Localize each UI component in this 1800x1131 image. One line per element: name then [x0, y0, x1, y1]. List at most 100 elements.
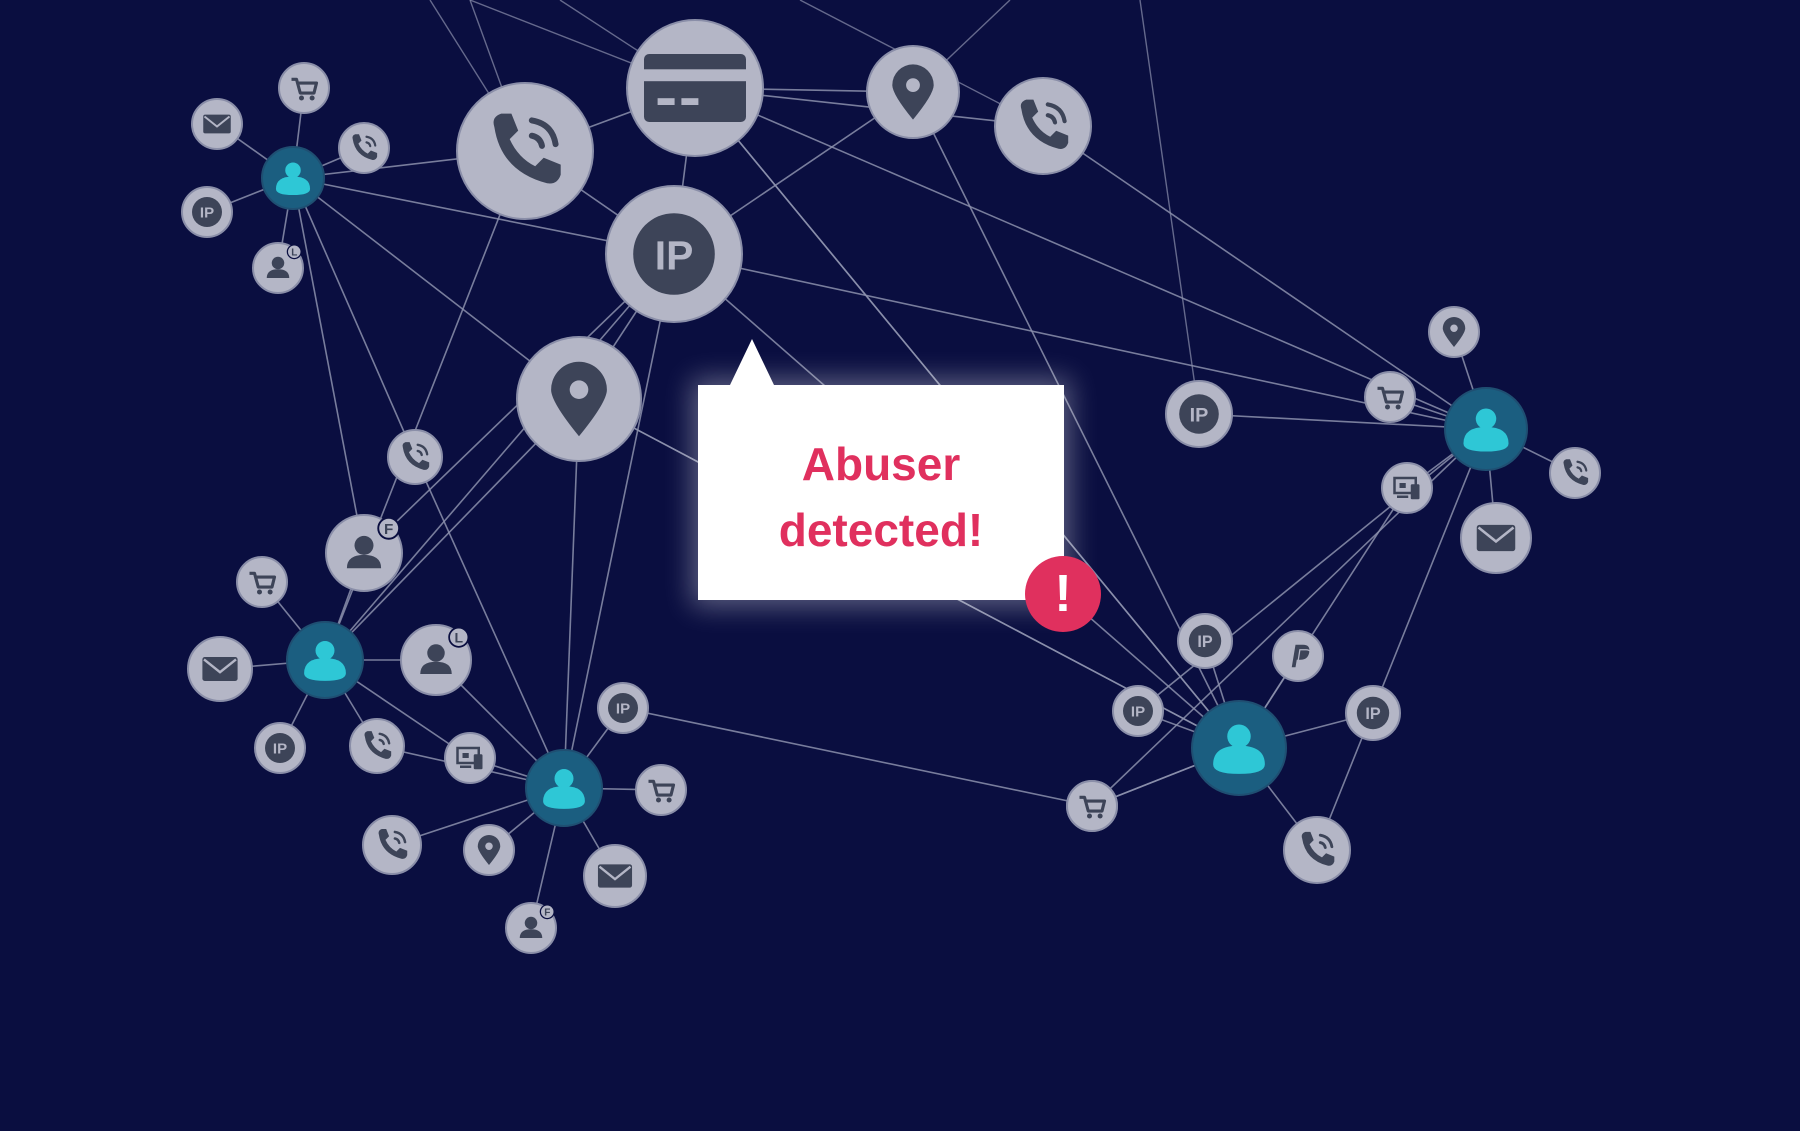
nodes-layer: IPIPLFLIPIPFIPIPIPIPIP: [181, 19, 1601, 954]
node-ip: IP: [181, 186, 233, 238]
node-badge: L: [448, 626, 470, 648]
node-ip: IP: [1165, 380, 1233, 448]
ip-icon: IP: [1356, 696, 1390, 730]
svg-text:IP: IP: [1131, 704, 1145, 721]
node-ip: IP: [254, 722, 306, 774]
edge-u5-b_card: [694, 87, 1487, 430]
node-pin: [463, 824, 515, 876]
phone-icon: [402, 442, 430, 470]
user-icon: [1463, 408, 1509, 452]
person-icon: F: [346, 516, 401, 569]
edge-u3-c6: [414, 456, 565, 789]
node-user: [525, 749, 603, 827]
svg-text:IP: IP: [1190, 404, 1209, 426]
phone-icon: [1301, 831, 1335, 866]
ip-icon: IP: [633, 213, 715, 295]
cart-icon: [249, 571, 277, 595]
callout-line-1: Abuser: [801, 438, 961, 490]
person-icon: F: [519, 904, 555, 938]
node-paypal: [1272, 630, 1324, 682]
edge-u1-c7: [292, 177, 365, 554]
node-pin: [516, 336, 642, 462]
ip-icon: IP: [1188, 624, 1222, 658]
node-phone: [456, 82, 594, 220]
callout-tail: [730, 339, 774, 385]
node-cart: [278, 62, 330, 114]
edge-c14-c25: [622, 707, 1093, 807]
device-icon: [456, 746, 483, 770]
svg-text:IP: IP: [616, 701, 630, 718]
user-icon: [543, 769, 585, 809]
pin-icon: [477, 835, 501, 865]
cart-icon: [1377, 386, 1405, 410]
node-user: [286, 621, 364, 699]
alert-icon: !: [1025, 556, 1101, 632]
node-cart: [1364, 371, 1416, 423]
node-cart: [635, 764, 687, 816]
node-person: F: [505, 902, 557, 954]
node-pin: [1428, 306, 1480, 358]
mail-icon: [203, 114, 231, 134]
svg-text:F: F: [544, 908, 550, 919]
node-user: [1191, 700, 1287, 796]
node-phone: [1283, 816, 1351, 884]
cart-icon: [291, 77, 319, 101]
mail-icon: [1476, 524, 1516, 552]
node-cart: [1066, 780, 1118, 832]
edge-u5-c27: [1198, 413, 1487, 430]
node-phone: [387, 429, 443, 485]
svg-text:IP: IP: [1365, 705, 1380, 723]
node-phone: [349, 718, 405, 774]
phone-icon: [364, 731, 392, 759]
node-badge: L: [286, 244, 302, 260]
callout-message: Abuser detected!: [698, 431, 1064, 563]
node-badge: F: [377, 516, 401, 540]
node-phone: [338, 122, 390, 174]
mail-icon: [597, 864, 633, 888]
phone-icon: [1563, 459, 1589, 485]
node-mail: [187, 636, 253, 702]
svg-text:IP: IP: [273, 741, 287, 758]
user-icon: [304, 641, 346, 681]
svg-text:L: L: [454, 630, 463, 646]
ip-icon: IP: [608, 693, 638, 723]
node-mail: [1460, 502, 1532, 574]
edge-u3-b_ip: [563, 253, 675, 789]
svg-text:IP: IP: [200, 205, 214, 222]
node-device: [444, 732, 496, 784]
ip-icon: IP: [1179, 394, 1219, 434]
node-cart: [236, 556, 288, 608]
edge-u2-b_ip: [324, 253, 675, 661]
svg-text:L: L: [291, 248, 297, 259]
phone-icon: [493, 113, 561, 184]
ip-icon: IP: [1123, 696, 1153, 726]
phone-icon: [378, 829, 408, 859]
edge-u5-c26: [1316, 428, 1487, 851]
paypal-icon: [1291, 644, 1312, 671]
pin-icon: [1442, 317, 1466, 347]
svg-text:IP: IP: [655, 232, 694, 278]
ip-icon: IP: [265, 733, 295, 763]
edge-u5-b_ip: [673, 253, 1487, 430]
node-pin: [866, 45, 960, 139]
node-device: [1381, 462, 1433, 514]
device-icon: [1393, 476, 1420, 500]
node-card: [626, 19, 764, 157]
svg-text:IP: IP: [1197, 633, 1212, 651]
node-ip: IP: [1177, 613, 1233, 669]
node-person: L: [252, 242, 304, 294]
node-phone: [1549, 447, 1601, 499]
edge-offscreen: [1139, 0, 1200, 415]
node-person: F: [325, 514, 403, 592]
node-mail: [583, 844, 647, 908]
cart-icon: [1079, 795, 1107, 819]
pin-icon: [551, 361, 607, 437]
node-badge: F: [539, 904, 555, 920]
user-icon: [275, 162, 311, 196]
node-ip: IP: [1345, 685, 1401, 741]
node-mail: [191, 98, 243, 150]
node-ip: IP: [1112, 685, 1164, 737]
person-icon: L: [266, 244, 302, 278]
